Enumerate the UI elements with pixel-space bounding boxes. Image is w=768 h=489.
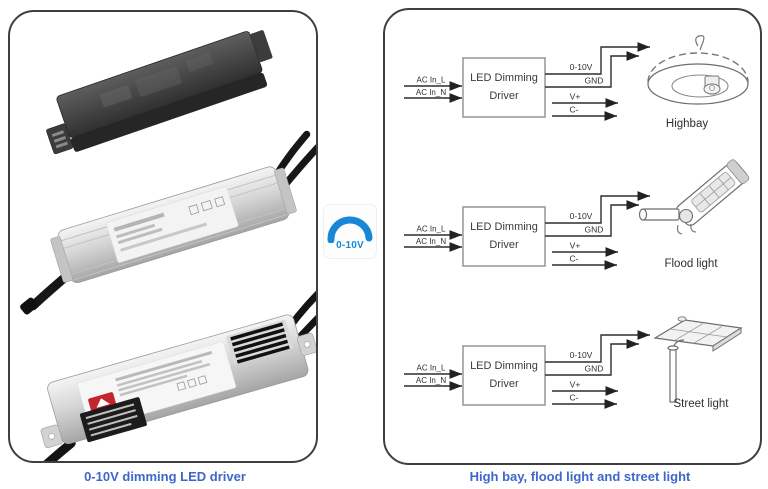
driver-box xyxy=(462,345,546,406)
output-label-gnd: GND xyxy=(585,364,604,374)
led-driver-products-panel xyxy=(8,10,318,463)
highbay-light-icon xyxy=(647,35,749,105)
fixture-label-flood-light: Flood light xyxy=(664,258,718,270)
output-label-gnd: GND xyxy=(585,76,604,86)
driver-box-label-2: Driver xyxy=(489,378,519,390)
fixture-label-street-light: Street light xyxy=(674,398,730,410)
driver-box-label-1: LED Dimming xyxy=(470,72,538,84)
wiring-diagram-flood-light: AC In_L AC In_N LED Dimming Driver 0-10V… xyxy=(404,159,750,270)
black-led-driver-image xyxy=(46,30,273,155)
wiring-diagrams-canvas: AC In_L AC In_N LED Dimming Driver 0-10V… xyxy=(404,35,750,410)
output-label-cminus: C- xyxy=(570,105,579,115)
output-label-0-10v: 0-10V xyxy=(570,211,593,221)
wiring-diagram-highbay: AC In_L AC In_N LED Dimming Driver 0-10V… xyxy=(404,35,749,130)
left-panel-caption: 0-10V dimming LED driver xyxy=(84,469,246,484)
right-panel-caption: High bay, flood light and street light xyxy=(469,469,691,484)
output-label-vplus: V+ xyxy=(570,241,581,251)
dimmer-dial-icon xyxy=(327,215,373,243)
output-label-gnd: GND xyxy=(585,225,604,235)
dimming-badge: 0-10V xyxy=(323,204,377,259)
driver-box xyxy=(462,57,546,118)
output-label-vplus: V+ xyxy=(570,380,581,390)
output-label-0-10v: 0-10V xyxy=(570,62,593,72)
aluminum-led-driver-image xyxy=(20,130,316,315)
driver-photos-canvas xyxy=(20,30,316,461)
driver-box-label-1: LED Dimming xyxy=(470,221,538,233)
flood-light-icon xyxy=(638,159,750,235)
silver-finned-led-driver-image xyxy=(28,283,316,461)
driver-box-label-2: Driver xyxy=(489,239,519,251)
input-label-ac-l: AC In_L xyxy=(417,225,446,234)
input-label-ac-n: AC In_N xyxy=(416,88,446,97)
output-label-cminus: C- xyxy=(570,254,579,264)
driver-box xyxy=(462,206,546,267)
driver-box-label-2: Driver xyxy=(489,90,519,102)
wiring-diagram-street-light: AC In_L AC In_N LED Dimming Driver 0-10V… xyxy=(404,316,743,410)
input-label-ac-l: AC In_L xyxy=(417,76,446,85)
driver-box-label-1: LED Dimming xyxy=(470,360,538,372)
input-label-ac-n: AC In_N xyxy=(416,376,446,385)
output-label-cminus: C- xyxy=(570,393,579,403)
output-label-0-10v: 0-10V xyxy=(570,350,593,360)
badge-label: 0-10V xyxy=(336,239,364,251)
wiring-diagrams-panel: AC In_L AC In_N LED Dimming Driver 0-10V… xyxy=(383,8,762,465)
street-light-icon xyxy=(653,316,743,403)
output-label-vplus: V+ xyxy=(570,92,581,102)
input-label-ac-n: AC In_N xyxy=(416,237,446,246)
fixture-label-highbay: Highbay xyxy=(666,118,708,130)
input-label-ac-l: AC In_L xyxy=(417,364,446,373)
